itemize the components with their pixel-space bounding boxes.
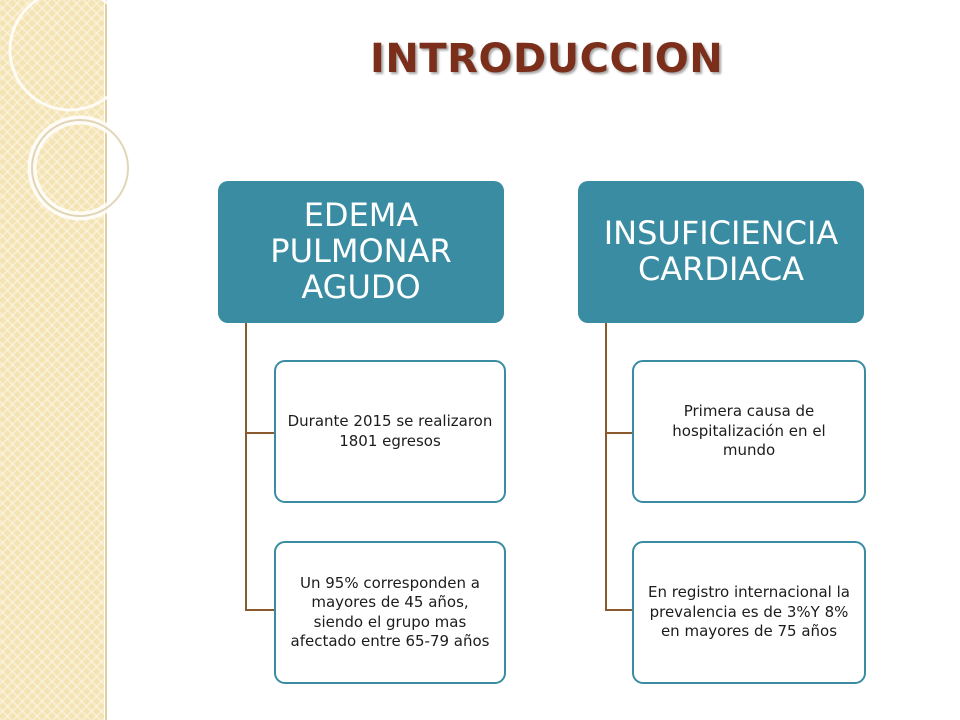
branch-header-insuficiencia: INSUFICIENCIA CARDIACA	[578, 181, 864, 323]
side-panel-divider	[105, 0, 107, 720]
branch-item-prevalencia: En registro internacional la prevalencia…	[632, 541, 866, 684]
branch-item-hospitalizacion: Primera causa de hospitalización en el m…	[632, 360, 866, 503]
branch-item-text: Durante 2015 se realizaron 1801 egresos	[287, 412, 493, 450]
connector-right	[605, 322, 634, 611]
connector-left	[245, 322, 276, 611]
branch-header-edema: EDEMA PULMONAR AGUDO	[218, 181, 504, 323]
decorative-circles-icon	[8, 0, 133, 221]
branch-item-text: Un 95% corresponden a mayores de 45 años…	[290, 573, 490, 651]
branch-header-label: INSUFICIENCIA CARDIACA	[603, 214, 839, 288]
branch-header-label: EDEMA PULMONAR AGUDO	[270, 196, 452, 306]
slide-title: INTRODUCCION	[370, 36, 724, 82]
branch-item-mayores: Un 95% corresponden a mayores de 45 años…	[274, 541, 506, 684]
branch-item-egresos: Durante 2015 se realizaron 1801 egresos	[274, 360, 506, 503]
branch-item-text: Primera causa de hospitalización en el m…	[672, 402, 826, 460]
branch-item-text: En registro internacional la prevalencia…	[648, 583, 850, 641]
